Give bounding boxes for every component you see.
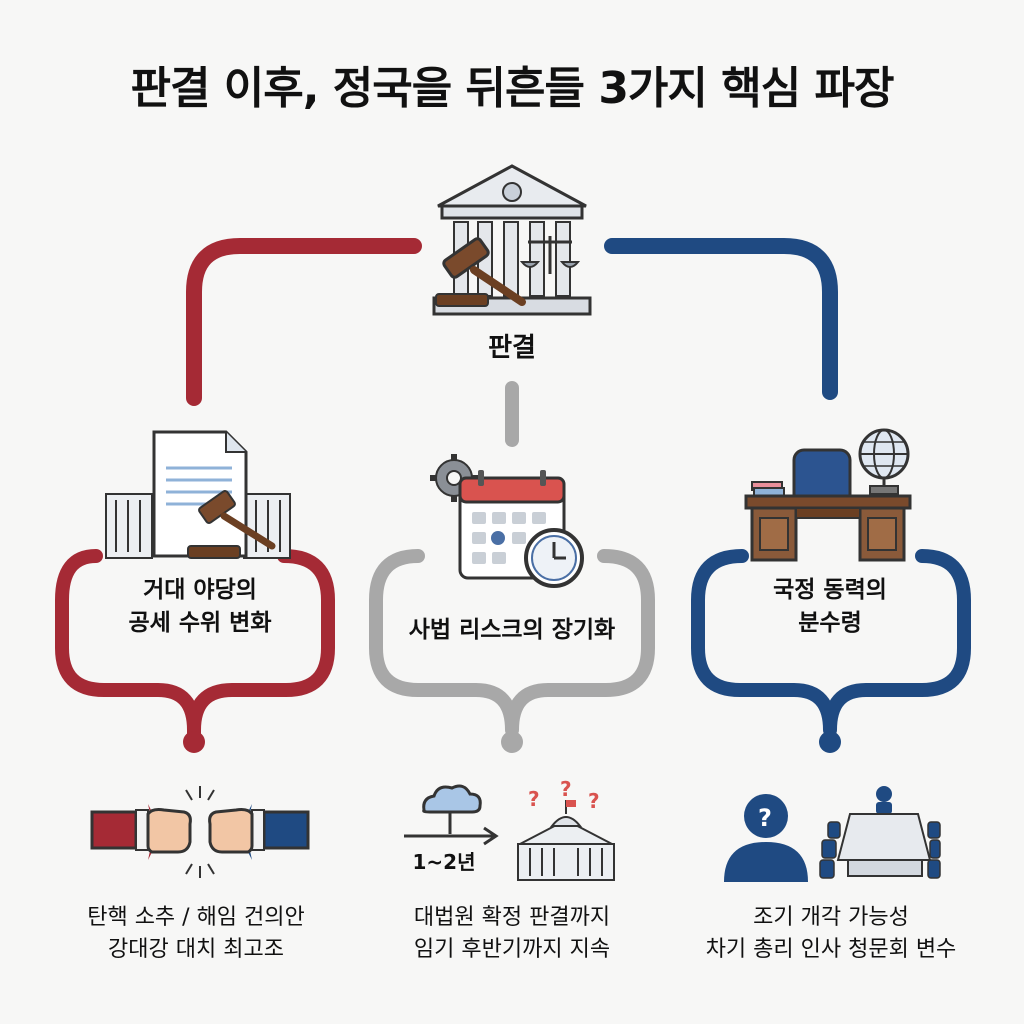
svg-text:?: ? bbox=[758, 804, 772, 832]
center-label: 판결 bbox=[488, 333, 536, 363]
dot-left bbox=[183, 731, 205, 753]
courthouse-gavel-icon bbox=[432, 164, 592, 316]
outcome-middle: 대법원 확정 판결까지 임기 후반기까지 지속 bbox=[413, 905, 611, 962]
svg-text:?: ? bbox=[528, 787, 540, 811]
box-right bbox=[691, 549, 971, 737]
timeline-assembly-icon: ? ? ? bbox=[404, 778, 615, 881]
svg-text:?: ? bbox=[588, 789, 600, 813]
dot-middle bbox=[501, 731, 523, 753]
branch-left-label: 거대 야당의 공세 수위 변화 bbox=[128, 577, 272, 637]
page-title: 판결 이후, 정국을 뒤흔들 3가지 핵심 파장 bbox=[130, 63, 895, 114]
branch-middle-label: 사법 리스크의 장기화 bbox=[408, 617, 616, 643]
connector-left-top bbox=[186, 238, 422, 406]
branch-right-label: 국정 동력의 분수령 bbox=[773, 577, 887, 637]
outcome-right: 조기 개각 가능성 차기 총리 인사 청문회 변수 bbox=[705, 905, 957, 962]
box-left bbox=[55, 549, 335, 745]
clash-fists-icon bbox=[90, 786, 310, 878]
dot-right bbox=[819, 731, 841, 753]
connector-right-top bbox=[604, 238, 838, 400]
document-gavel-icon bbox=[105, 430, 291, 559]
svg-text:?: ? bbox=[560, 778, 572, 801]
timeline-label: 1~2년 bbox=[412, 850, 476, 874]
desk-globe-icon bbox=[744, 428, 912, 562]
calendar-clock-icon bbox=[430, 454, 584, 588]
outcome-left: 탄핵 소추 / 해임 건의안 강대강 대치 최고조 bbox=[87, 905, 305, 962]
box-middle bbox=[369, 549, 655, 737]
person-meeting-icon: ? bbox=[724, 786, 941, 882]
